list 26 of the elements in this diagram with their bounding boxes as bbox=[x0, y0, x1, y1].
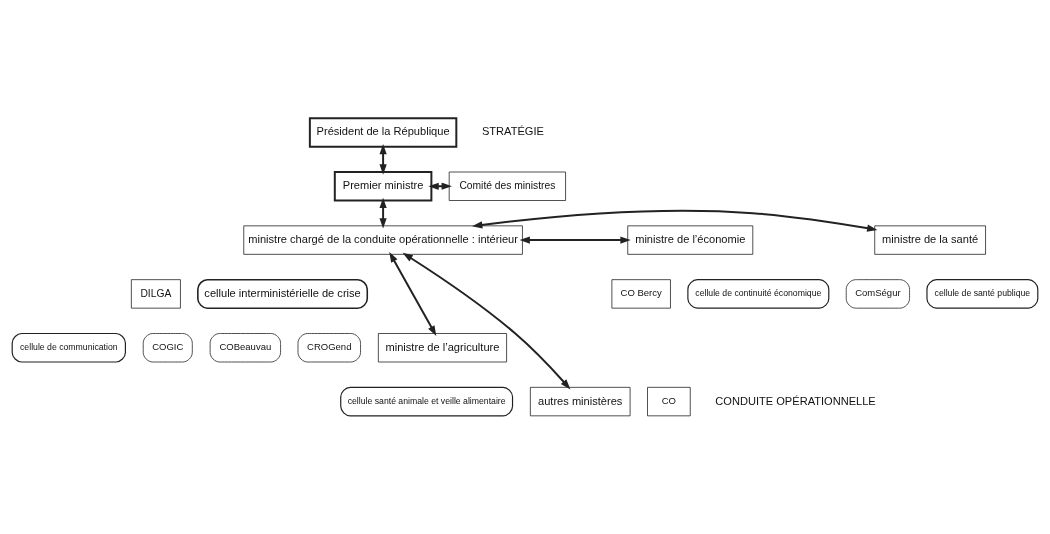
node-box: CO bbox=[647, 386, 691, 417]
arrow bbox=[402, 252, 571, 390]
node-box: DILGA bbox=[130, 279, 181, 309]
node-box: cellule santé animale et veille alimentaire bbox=[340, 386, 514, 417]
node-box: ComSégur bbox=[845, 279, 910, 309]
node-box: cellule interministérielle de crise bbox=[197, 278, 369, 309]
node-box: ministre de l’économie bbox=[627, 225, 754, 255]
label: STRATÉGIE bbox=[481, 125, 544, 138]
node-box: cellule de santé publique bbox=[926, 279, 1039, 309]
node-box: CROGend bbox=[297, 333, 361, 363]
node-box: cellule de continuité économique bbox=[687, 279, 830, 309]
node-box: CO Bercy bbox=[611, 279, 671, 309]
arrow bbox=[472, 209, 878, 232]
node-box: ministre chargé de la conduite opérationnelle : intérieur bbox=[243, 225, 523, 255]
label: CONDUITE OPÉRATIONNELLE bbox=[715, 394, 876, 407]
node-box: cellule de communication bbox=[11, 332, 126, 363]
node-box: autres ministères bbox=[529, 386, 631, 417]
node-box: Comité des ministres bbox=[448, 171, 566, 201]
node-box: COBeauvau bbox=[209, 333, 281, 363]
node-box: ministre de la santé bbox=[874, 225, 986, 255]
node-box: COGIC bbox=[142, 333, 193, 363]
arrow bbox=[389, 251, 437, 336]
node-box: Président de la République bbox=[308, 117, 458, 148]
arrow bbox=[519, 236, 631, 244]
node-box: ministre de l’agriculture bbox=[377, 333, 507, 363]
node-box: Premier ministre bbox=[333, 171, 433, 202]
